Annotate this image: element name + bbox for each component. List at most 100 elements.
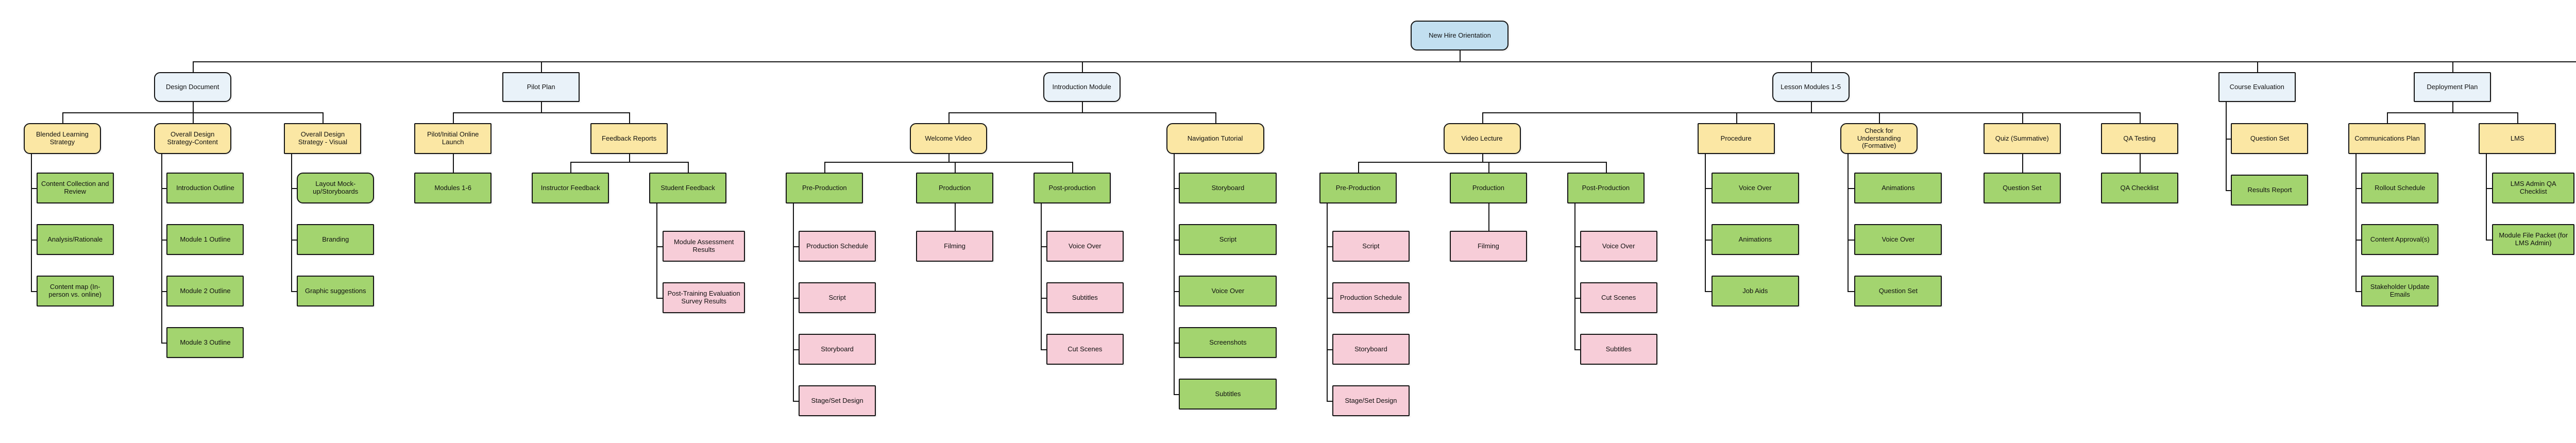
node-quiz-summative[interactable]: Quiz (Summative) [1983, 123, 2061, 154]
node-stakeholder-update-emails[interactable]: Stakeholder Update Emails [2361, 276, 2439, 306]
node-production-schedule[interactable]: Production Schedule [1332, 282, 1410, 313]
node-content-approval-s[interactable]: Content Approval(s) [2361, 224, 2439, 255]
node-layout-mock-up-storyboards[interactable]: Layout Mock-up/Storyboards [297, 173, 375, 203]
node-results-report[interactable]: Results Report [2231, 175, 2309, 206]
node-module-2-outline[interactable]: Module 2 Outline [166, 276, 244, 306]
node-stage-set-design[interactable]: Stage/Set Design [1332, 385, 1410, 416]
connector-line [1704, 291, 1713, 292]
node-animations[interactable]: Animations [1711, 224, 1799, 255]
node-video-lecture[interactable]: Video Lecture [1443, 123, 1521, 154]
connector-line [30, 188, 38, 189]
node-new-hire-orientation[interactable]: New Hire Orientation [1411, 21, 1509, 50]
node-module-assessment-results[interactable]: Module Assessment Results [663, 231, 745, 262]
connector-line [948, 112, 1216, 113]
node-module-file-packet-for-lms-admin[interactable]: Module File Packet (for LMS Admin) [2492, 224, 2575, 255]
node-post-training-evaluation-survey-results[interactable]: Post-Training Evaluation Survey Results [663, 282, 745, 313]
node-design-document[interactable]: Design Document [154, 72, 231, 102]
connector-line [161, 343, 168, 344]
node-storyboard[interactable]: Storyboard [799, 334, 876, 365]
node-overall-design-strategy-content[interactable]: Overall Design Strategy-Content [154, 123, 231, 154]
node-qa-testing[interactable]: QA Testing [2100, 123, 2178, 154]
node-modules-1-6[interactable]: Modules 1-6 [414, 173, 492, 203]
node-storyboard[interactable]: Storyboard [1179, 173, 1277, 203]
node-subtitles[interactable]: Subtitles [1046, 282, 1124, 313]
node-cut-scenes[interactable]: Cut Scenes [1046, 334, 1124, 365]
node-voice-over[interactable]: Voice Over [1854, 224, 1942, 255]
node-feedback-reports[interactable]: Feedback Reports [590, 123, 668, 154]
connector-line [688, 162, 689, 173]
node-check-for-understanding-formative[interactable]: Check for Understanding (Formative) [1840, 123, 1918, 154]
node-filming[interactable]: Filming [1449, 231, 1527, 262]
node-introduction-outline[interactable]: Introduction Outline [166, 173, 244, 203]
node-pre-production[interactable]: Pre-Production [1319, 173, 1397, 203]
node-script[interactable]: Script [799, 282, 876, 313]
node-question-set[interactable]: Question Set [1854, 276, 1942, 306]
node-voice-over[interactable]: Voice Over [1711, 173, 1799, 203]
node-question-set[interactable]: Question Set [1983, 173, 2061, 203]
connector-line [1072, 162, 1074, 173]
node-content-collection-and-review[interactable]: Content Collection and Review [36, 173, 114, 203]
connector-line [570, 162, 572, 173]
node-storyboard[interactable]: Storyboard [1332, 334, 1410, 365]
node-script[interactable]: Script [1332, 231, 1410, 262]
node-subtitles[interactable]: Subtitles [1179, 379, 1277, 410]
node-screenshots[interactable]: Screenshots [1179, 327, 1277, 358]
node-pilot-plan[interactable]: Pilot Plan [502, 72, 580, 102]
connector-line [2387, 112, 2388, 123]
connector-line [161, 291, 168, 292]
node-production-schedule[interactable]: Production Schedule [799, 231, 876, 262]
node-production[interactable]: Production [1449, 173, 1527, 203]
node-script[interactable]: Script [1179, 224, 1277, 255]
connector-line [948, 112, 950, 123]
connector-line [291, 154, 293, 291]
node-content-map-in-person-vs-online[interactable]: Content map (In-person vs. online) [36, 276, 114, 306]
connector-line [1173, 154, 1175, 394]
node-deployment-plan[interactable]: Deployment Plan [2413, 72, 2491, 102]
node-production[interactable]: Production [916, 173, 994, 203]
node-introduction-module[interactable]: Introduction Module [1043, 72, 1121, 102]
node-post-production[interactable]: Post-Production [1567, 173, 1645, 203]
node-pre-production[interactable]: Pre-Production [786, 173, 863, 203]
node-qa-checklist[interactable]: QA Checklist [2100, 173, 2178, 203]
node-analysis-rationale[interactable]: Analysis/Rationale [36, 224, 114, 255]
connector-line [1215, 112, 1216, 123]
node-student-feedback[interactable]: Student Feedback [649, 173, 727, 203]
node-procedure[interactable]: Procedure [1697, 123, 1775, 154]
node-graphic-suggestions[interactable]: Graphic suggestions [297, 276, 375, 306]
node-voice-over[interactable]: Voice Over [1179, 276, 1277, 306]
node-communications-plan[interactable]: Communications Plan [2348, 123, 2426, 154]
node-branding[interactable]: Branding [297, 224, 375, 255]
node-overall-design-strategy-visual[interactable]: Overall Design Strategy - Visual [284, 123, 362, 154]
node-voice-over[interactable]: Voice Over [1580, 231, 1657, 262]
node-instructor-feedback[interactable]: Instructor Feedback [532, 173, 609, 203]
connector-line [62, 112, 63, 123]
node-pilot-initial-online-launch[interactable]: Pilot/Initial Online Launch [414, 123, 492, 154]
connector-line [955, 203, 956, 231]
node-module-3-outline[interactable]: Module 3 Outline [166, 327, 244, 358]
node-lms-admin-qa-checklist[interactable]: LMS Admin QA Checklist [2492, 173, 2575, 203]
node-lesson-modules-1-5[interactable]: Lesson Modules 1-5 [1772, 72, 1850, 102]
node-cut-scenes[interactable]: Cut Scenes [1580, 282, 1657, 313]
connector-line [824, 162, 826, 173]
node-module-1-outline[interactable]: Module 1 Outline [166, 224, 244, 255]
node-post-production[interactable]: Post-production [1033, 173, 1111, 203]
node-question-set[interactable]: Question Set [2231, 123, 2309, 154]
node-navigation-tutorial[interactable]: Navigation Tutorial [1166, 123, 1264, 154]
node-subtitles[interactable]: Subtitles [1580, 334, 1657, 365]
node-voice-over[interactable]: Voice Over [1046, 231, 1124, 262]
node-rollout-schedule[interactable]: Rollout Schedule [2361, 173, 2439, 203]
node-course-evaluation[interactable]: Course Evaluation [2218, 72, 2296, 102]
node-welcome-video[interactable]: Welcome Video [909, 123, 987, 154]
connector-line [453, 112, 454, 123]
node-job-aids[interactable]: Job Aids [1711, 276, 1799, 306]
connector-line [1488, 203, 1489, 231]
connector-line [793, 246, 800, 247]
connector-line [1460, 50, 1461, 61]
node-filming[interactable]: Filming [916, 231, 994, 262]
node-animations[interactable]: Animations [1854, 173, 1942, 203]
connector-line [1327, 401, 1333, 402]
connector-line [1704, 154, 1706, 291]
node-stage-set-design[interactable]: Stage/Set Design [799, 385, 876, 416]
node-lms[interactable]: LMS [2479, 123, 2556, 154]
node-blended-learning-strategy[interactable]: Blended Learning Strategy [23, 123, 101, 154]
